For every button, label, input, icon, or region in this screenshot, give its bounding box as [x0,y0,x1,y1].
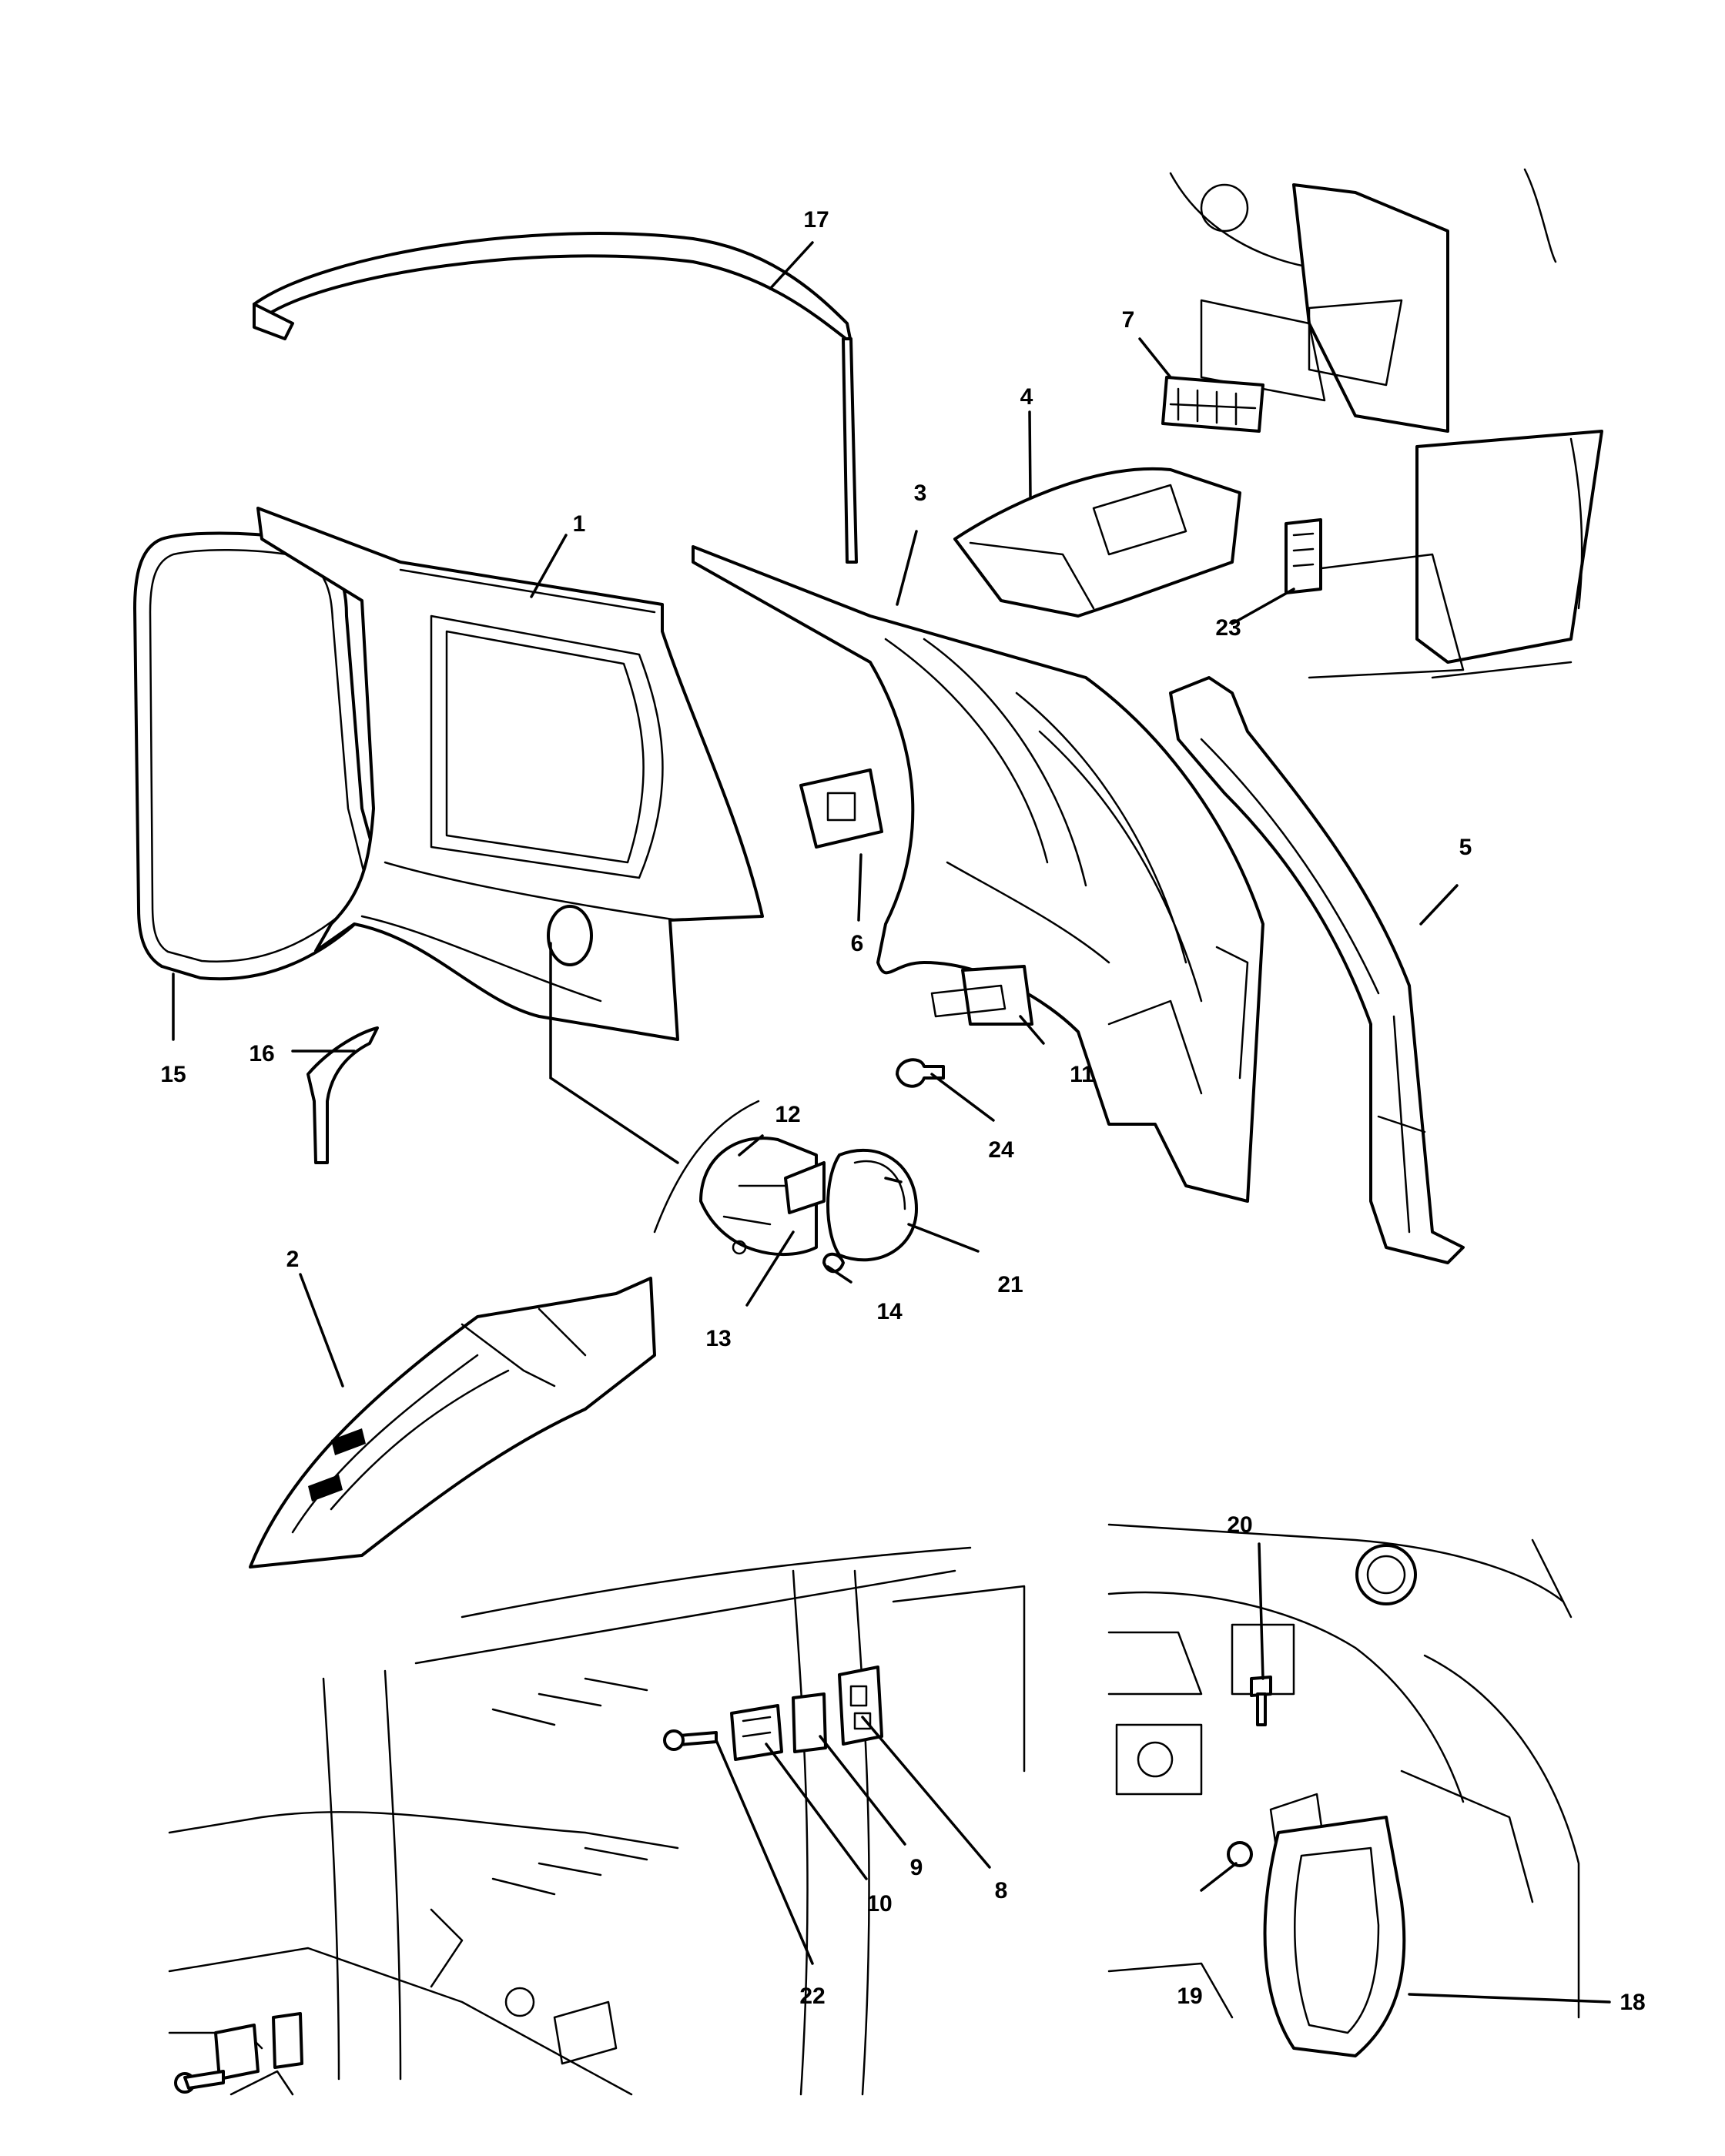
callout-7: 7 [1122,307,1135,333]
callout-20: 20 [1227,1512,1252,1538]
vent-cap-part[interactable] [1355,1544,1417,1605]
callout-18: 18 [1619,1990,1645,2015]
quarter-panel-part[interactable] [256,507,764,1041]
callout-12: 12 [775,1102,800,1127]
quarter-inner-panel-part[interactable] [692,545,1264,1203]
callout-5: 5 [1459,835,1472,860]
callout-19: 19 [1177,1984,1202,2009]
callout-6: 6 [851,931,864,956]
vent-grille-part[interactable] [1161,376,1264,433]
door-hinge-part[interactable] [730,1704,783,1761]
striker-bracket-part[interactable] [930,965,1033,1026]
callout-3: 3 [914,480,927,506]
callout-16: 16 [249,1041,274,1066]
callout-8: 8 [995,1878,1008,1903]
hinge-shim-part[interactable] [792,1692,827,1753]
lower-hinge-detail [174,2012,303,2094]
fuel-area-arc [653,1100,760,1234]
callout-1: 1 [573,511,586,537]
callout-24: 24 [988,1137,1014,1163]
callout-11: 11 [1070,1062,1094,1087]
clip-part[interactable] [1227,1841,1253,1867]
fuel-door-part[interactable] [826,1148,918,1262]
callout-13: 13 [705,1326,731,1351]
callout-23: 23 [1215,615,1241,641]
callout-2: 2 [286,1247,300,1272]
callout-22: 22 [799,1984,825,2009]
callout-21: 21 [997,1272,1023,1297]
callout-10: 10 [866,1891,892,1917]
roof-molding-part[interactable] [253,232,858,564]
callout-17: 17 [803,207,829,233]
fuel-door-location-line [549,942,679,1164]
bumper-part[interactable] [822,1252,845,1274]
hinge-plate-part[interactable] [838,1666,883,1746]
callout-labels: 1 2 3 4 5 6 7 8 9 10 11 12 13 14 15 16 1… [160,207,1645,2015]
wheelhouse-liner-part[interactable] [249,1277,656,1568]
wheel-flare-part[interactable] [306,1026,379,1164]
pillar-reinforcement-part[interactable] [1169,676,1465,1264]
grommet-part[interactable] [896,1058,945,1088]
fuel-bracket-part[interactable] [799,768,883,849]
inset-bottom-right-view [1107,1523,1580,2019]
callout-15: 15 [160,1062,186,1087]
callout-9: 9 [910,1855,923,1880]
splash-shield-part[interactable] [1263,1816,1406,2057]
leader-lines [172,241,1611,2004]
duct-panel-part[interactable] [953,467,1241,618]
callout-14: 14 [876,1299,903,1324]
hinge-bolt-part[interactable] [663,1729,718,1751]
vent-valve-part[interactable] [1285,518,1322,594]
fuel-hinge-part[interactable] [784,1161,826,1214]
inset-bottom-left-view [168,1546,1026,2096]
push-pin-part[interactable] [1250,1676,1272,1726]
callout-4: 4 [1020,384,1033,410]
inset-top-right-view [1169,168,1603,679]
